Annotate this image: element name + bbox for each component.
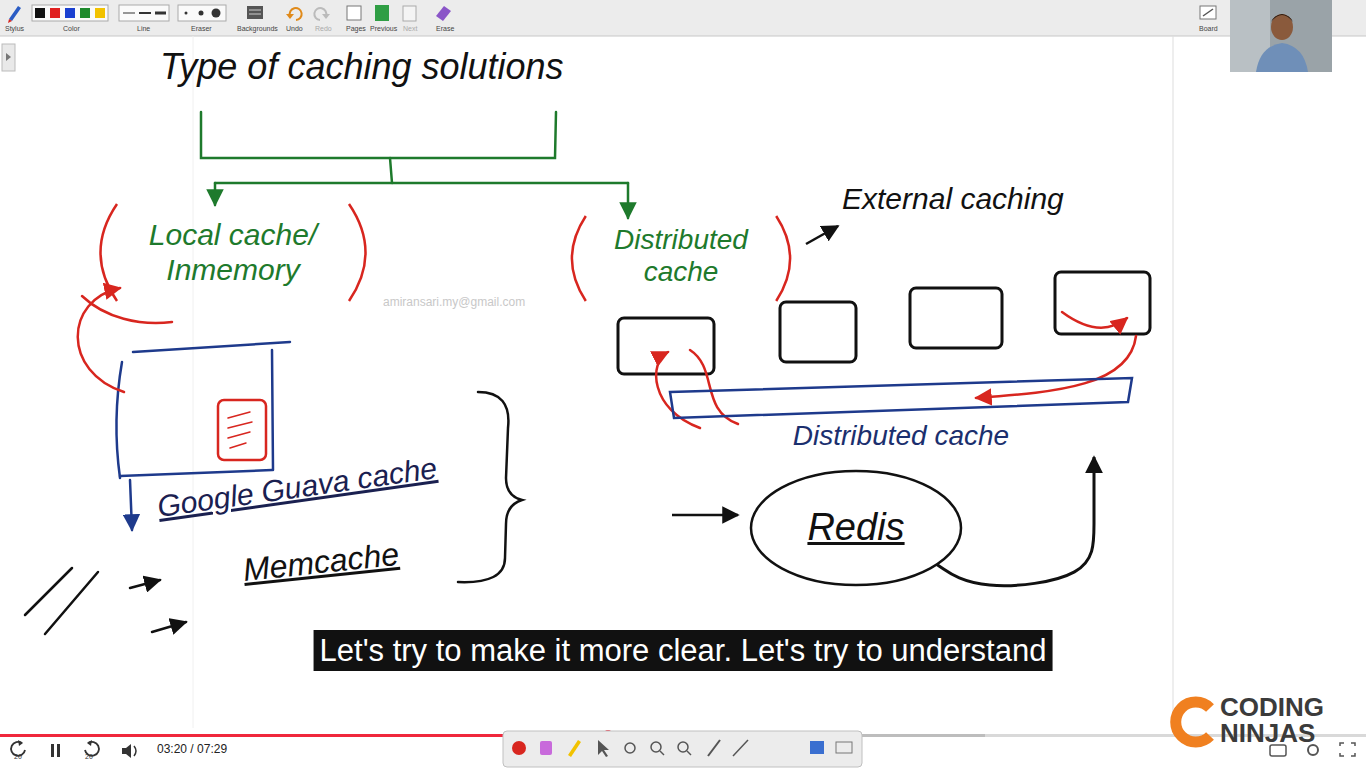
time-display: 03:20 / 07:29 xyxy=(157,743,227,757)
label-anchor: Pages xyxy=(346,25,366,33)
label-anchor: Next xyxy=(403,25,417,33)
label-anchor: Erase xyxy=(436,25,454,33)
local-cache-block xyxy=(78,288,266,460)
label-anchor: Previous xyxy=(370,25,397,33)
brand-logo: CODING NINJAS xyxy=(1220,694,1345,746)
toolbar-label: Undo xyxy=(286,25,303,33)
label-anchor: CODING NINJAS xyxy=(1220,694,1345,746)
split-bracket xyxy=(201,112,628,218)
label-anchor: Line xyxy=(137,25,150,33)
skip-seconds: 20 xyxy=(14,753,22,761)
library-name: Memcache xyxy=(241,536,400,589)
toolbar-label: Backgrounds xyxy=(237,25,278,33)
toolbar-label: Redo xyxy=(315,25,332,33)
label-anchor: Board xyxy=(1199,25,1218,33)
watermark: amiransari.my@gmail.com xyxy=(383,296,525,310)
toolbar-label: Eraser xyxy=(191,25,212,33)
toolbar-label: Board xyxy=(1199,25,1218,33)
toolbar-label: Erase xyxy=(436,25,454,33)
title-anchor: Type of caching solutions xyxy=(160,46,564,88)
label-anchor: 03:20 / 07:29 xyxy=(157,743,227,757)
board-title: Type of caching solutions xyxy=(160,46,564,88)
label-anchor: Stylus xyxy=(5,25,24,33)
label-anchor: Redo xyxy=(315,25,332,33)
toolbar-label: Line xyxy=(137,25,150,33)
label-anchor: Undo xyxy=(286,25,303,33)
toolbar-label: Pages xyxy=(346,25,366,33)
node-label: Distributed cache xyxy=(678,420,1124,452)
library-name: Google Guava cache xyxy=(155,451,439,524)
caption-anchor: Let's try to make it more clear. Let's t… xyxy=(314,630,1053,671)
node-label: Local cache/ Inmemory xyxy=(122,218,344,287)
cache-access-arrow xyxy=(656,312,1136,428)
redis-ellipse: Redis xyxy=(748,468,964,588)
video-player-controls xyxy=(0,702,1366,767)
label-anchor: Backgrounds xyxy=(237,25,278,33)
cache-type-group: Distributed cache xyxy=(562,212,800,305)
node-label: Distributed cache xyxy=(592,224,770,288)
label-anchor: 20 xyxy=(14,753,22,761)
distributed-cache-band: Distributed cache xyxy=(668,376,1134,457)
label-anchor: amiransari.my@gmail.com xyxy=(383,296,525,310)
list-marks xyxy=(25,392,522,634)
subtitle-caption: Let's try to make it more clear. Let's t… xyxy=(314,630,1053,671)
label-anchor: 20 xyxy=(85,753,93,761)
toolbar-label: Stylus xyxy=(5,25,24,33)
skip-seconds: 20 xyxy=(85,753,93,761)
label-anchor: External caching xyxy=(842,182,1064,217)
toolbar-label: Next xyxy=(403,25,417,33)
label-anchor: Google Guava cache xyxy=(155,451,439,524)
pointer-arrow xyxy=(806,226,838,244)
label-anchor: Eraser xyxy=(191,25,212,33)
cache-type-group: Local cache/ Inmemory xyxy=(88,200,378,305)
server-box xyxy=(618,272,1150,515)
note-text: External caching xyxy=(842,182,1064,217)
toolbar-label: Previous xyxy=(370,25,397,33)
label-anchor: Memcache xyxy=(241,536,400,589)
node-label: Redis xyxy=(768,506,944,550)
toolbar-label: Color xyxy=(63,25,80,33)
toolbar xyxy=(0,0,1366,36)
label-anchor: Color xyxy=(63,25,80,33)
webcam-thumbnail xyxy=(1230,0,1332,72)
